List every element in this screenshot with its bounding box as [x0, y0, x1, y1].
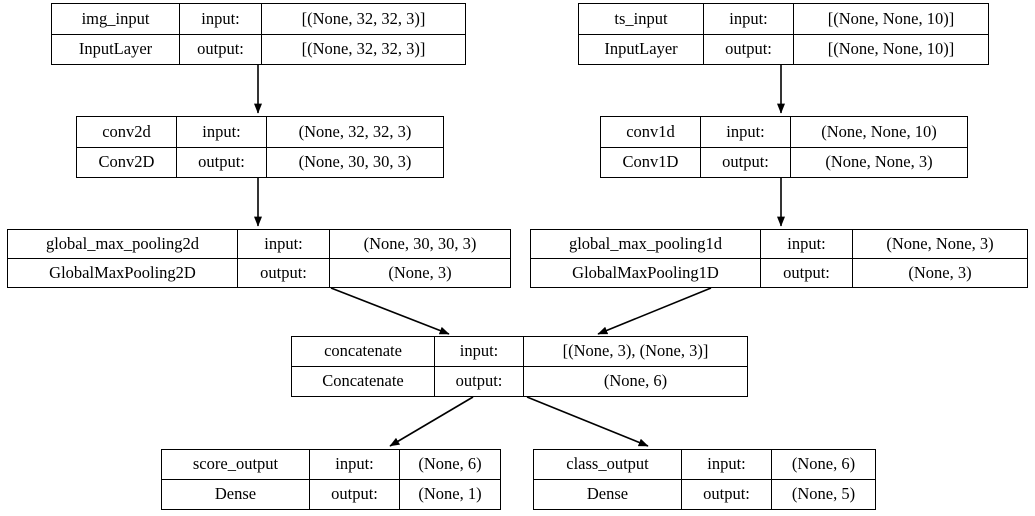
output-shape: (None, 3)	[908, 262, 972, 282]
node-conv1d[interactable]: conv1d input: (None, None, 10) Conv1D ou…	[600, 116, 968, 178]
edge-concatenate-class_output	[526, 396, 649, 447]
output-label: output:	[704, 34, 794, 64]
output-label: output:	[180, 34, 262, 64]
node-row-output: Conv2D output: (None, 30, 30, 3)	[77, 147, 443, 177]
node-title: class_output	[534, 450, 682, 479]
node-concatenate[interactable]: concatenate input: [(None, 3), (None, 3)…	[291, 336, 748, 397]
node-title: global_max_pooling1d	[531, 230, 761, 258]
node-class_output[interactable]: class_output input: (None, 6) Dense outp…	[533, 449, 876, 510]
output-label: output:	[701, 147, 791, 177]
node-row-input: concatenate input: [(None, 3), (None, 3)…	[292, 337, 747, 367]
edge-global_max_pooling1d-concatenate	[597, 287, 712, 335]
input-label: input:	[435, 337, 524, 366]
node-row-input: score_output input: (None, 6)	[162, 450, 500, 480]
node-title: global_max_pooling2d	[8, 230, 238, 258]
input-label: input:	[761, 230, 853, 258]
input-label: input:	[704, 4, 794, 34]
output-label: output:	[682, 480, 772, 509]
output-shape: [(None, 32, 32, 3)]	[301, 39, 426, 58]
node-title: ts_input	[579, 4, 704, 34]
node-row-output: Concatenate output: (None, 6)	[292, 367, 747, 396]
node-row-output: GlobalMaxPooling2D output: (None, 3)	[8, 259, 510, 287]
node-row-output: InputLayer output: [(None, 32, 32, 3)]	[52, 34, 465, 64]
node-class: Dense	[162, 480, 310, 509]
node-global_max_pooling1d[interactable]: global_max_pooling1d input: (None, None,…	[530, 229, 1028, 288]
output-shape: (None, 1)	[418, 484, 482, 504]
node-row-output: Dense output: (None, 5)	[534, 480, 875, 509]
input-shape: [(None, 32, 32, 3)]	[301, 8, 426, 28]
node-title: concatenate	[292, 337, 435, 366]
output-label: output:	[238, 259, 330, 287]
input-label: input:	[682, 450, 772, 479]
input-label: input:	[310, 450, 400, 479]
node-class: Dense	[534, 480, 682, 509]
input-label: input:	[177, 117, 267, 147]
input-shape: [(None, 3), (None, 3)]	[562, 341, 709, 361]
node-title: conv2d	[77, 117, 177, 147]
input-label: input:	[701, 117, 791, 147]
node-row-input: global_max_pooling2d input: (None, 30, 3…	[8, 230, 510, 259]
input-shape: (None, 6)	[418, 454, 482, 474]
output-shape: [(None, None, 10)]	[827, 39, 955, 58]
input-label: input:	[180, 4, 262, 34]
node-title: conv1d	[601, 117, 701, 147]
node-score_output[interactable]: score_output input: (None, 6) Dense outp…	[161, 449, 501, 510]
node-class: Conv2D	[77, 147, 177, 177]
input-label: input:	[238, 230, 330, 258]
node-class: InputLayer	[579, 34, 704, 64]
output-shape: (None, 6)	[603, 371, 668, 391]
node-class: InputLayer	[52, 34, 180, 64]
output-shape: (None, None, 3)	[825, 152, 933, 171]
output-shape: (None, 5)	[791, 484, 856, 504]
output-label: output:	[177, 147, 267, 177]
input-shape: [(None, None, 10)]	[827, 8, 955, 28]
node-class: Concatenate	[292, 367, 435, 396]
node-row-input: class_output input: (None, 6)	[534, 450, 875, 480]
output-label: output:	[435, 367, 524, 396]
node-img_input[interactable]: img_input input: [(None, 32, 32, 3)] Inp…	[51, 3, 466, 65]
node-class: GlobalMaxPooling1D	[531, 259, 761, 287]
node-conv2d[interactable]: conv2d input: (None, 32, 32, 3) Conv2D o…	[76, 116, 444, 178]
node-row-input: ts_input input: [(None, None, 10)]	[579, 4, 988, 35]
node-title: score_output	[162, 450, 310, 479]
node-row-input: conv2d input: (None, 32, 32, 3)	[77, 117, 443, 148]
node-row-input: img_input input: [(None, 32, 32, 3)]	[52, 4, 465, 35]
output-label: output:	[310, 480, 400, 509]
edge-concatenate-score_output	[389, 396, 474, 447]
node-row-output: GlobalMaxPooling1D output: (None, 3)	[531, 259, 1027, 287]
edge-global_max_pooling2d-concatenate	[330, 287, 450, 335]
node-row-output: InputLayer output: [(None, None, 10)]	[579, 34, 988, 64]
input-shape: (None, 30, 30, 3)	[363, 233, 477, 253]
node-ts_input[interactable]: ts_input input: [(None, None, 10)] Input…	[578, 3, 989, 65]
node-row-input: conv1d input: (None, None, 10)	[601, 117, 967, 148]
output-shape: (None, 3)	[388, 262, 452, 282]
output-label: output:	[761, 259, 853, 287]
input-shape: (None, 6)	[791, 454, 856, 474]
output-shape: (None, 30, 30, 3)	[298, 152, 412, 171]
node-class: Conv1D	[601, 147, 701, 177]
node-row-output: Conv1D output: (None, None, 3)	[601, 147, 967, 177]
node-row-output: Dense output: (None, 1)	[162, 480, 500, 509]
input-shape: (None, None, 10)	[821, 121, 937, 141]
input-shape: (None, None, 3)	[886, 233, 994, 253]
node-row-input: global_max_pooling1d input: (None, None,…	[531, 230, 1027, 259]
node-global_max_pooling2d[interactable]: global_max_pooling2d input: (None, 30, 3…	[7, 229, 511, 288]
node-title: img_input	[52, 4, 180, 34]
input-shape: (None, 32, 32, 3)	[298, 121, 412, 141]
node-class: GlobalMaxPooling2D	[8, 259, 238, 287]
